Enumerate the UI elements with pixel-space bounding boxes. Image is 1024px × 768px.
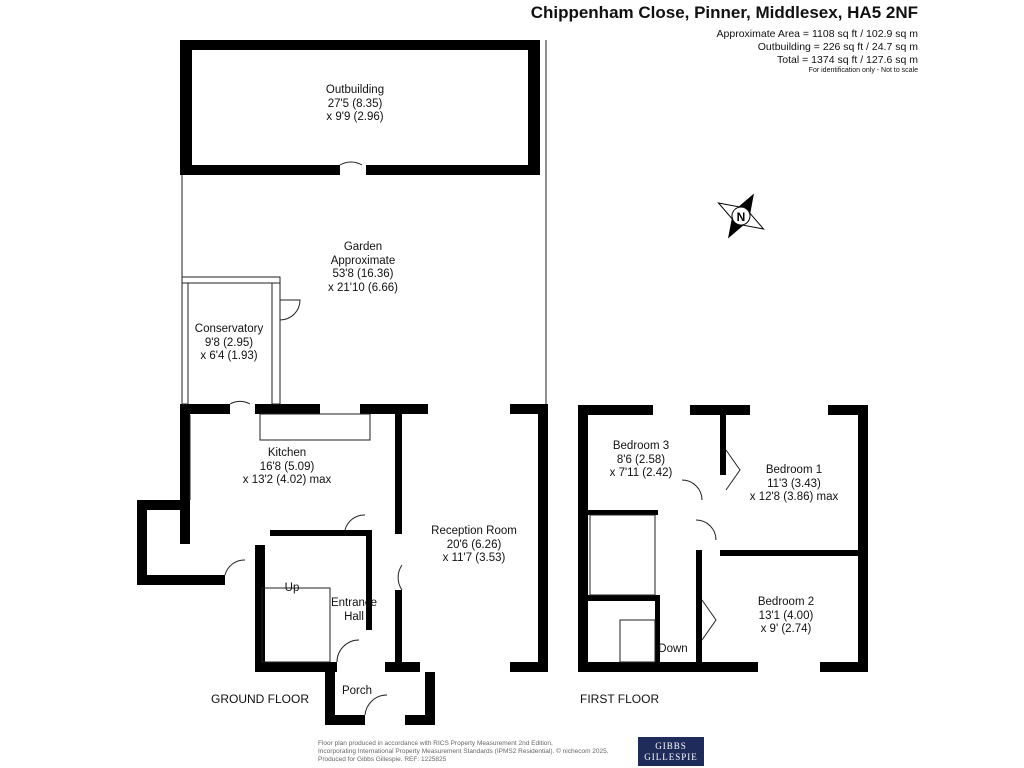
stairs-down-label: Down bbox=[658, 643, 688, 655]
first-floor-label: FIRST FLOOR bbox=[580, 692, 660, 706]
disclaimer: For identification only - Not to scale bbox=[808, 67, 918, 74]
footer-notes: Floor plan produced in accordance with R… bbox=[318, 740, 609, 763]
approximate-area: Approximate Area = 1108 sq ft / 102.9 sq… bbox=[716, 28, 918, 40]
thin-lines bbox=[181, 40, 741, 716]
stairs-up-label: Up bbox=[284, 582, 300, 594]
property-address-title: Chippenham Close, Pinner, Middlesex, HA5… bbox=[530, 3, 918, 22]
walls bbox=[137, 40, 868, 725]
outbuilding-area: Outbuilding = 226 sq ft / 24.7 sq m bbox=[757, 41, 918, 53]
ground-floor-label: GROUND FLOOR bbox=[211, 692, 310, 706]
total-area: Total = 1374 sq ft / 127.6 sq m bbox=[777, 54, 918, 66]
compass-north-label: N bbox=[737, 210, 746, 224]
room-porch: Porch bbox=[341, 685, 373, 697]
compass bbox=[717, 193, 765, 239]
